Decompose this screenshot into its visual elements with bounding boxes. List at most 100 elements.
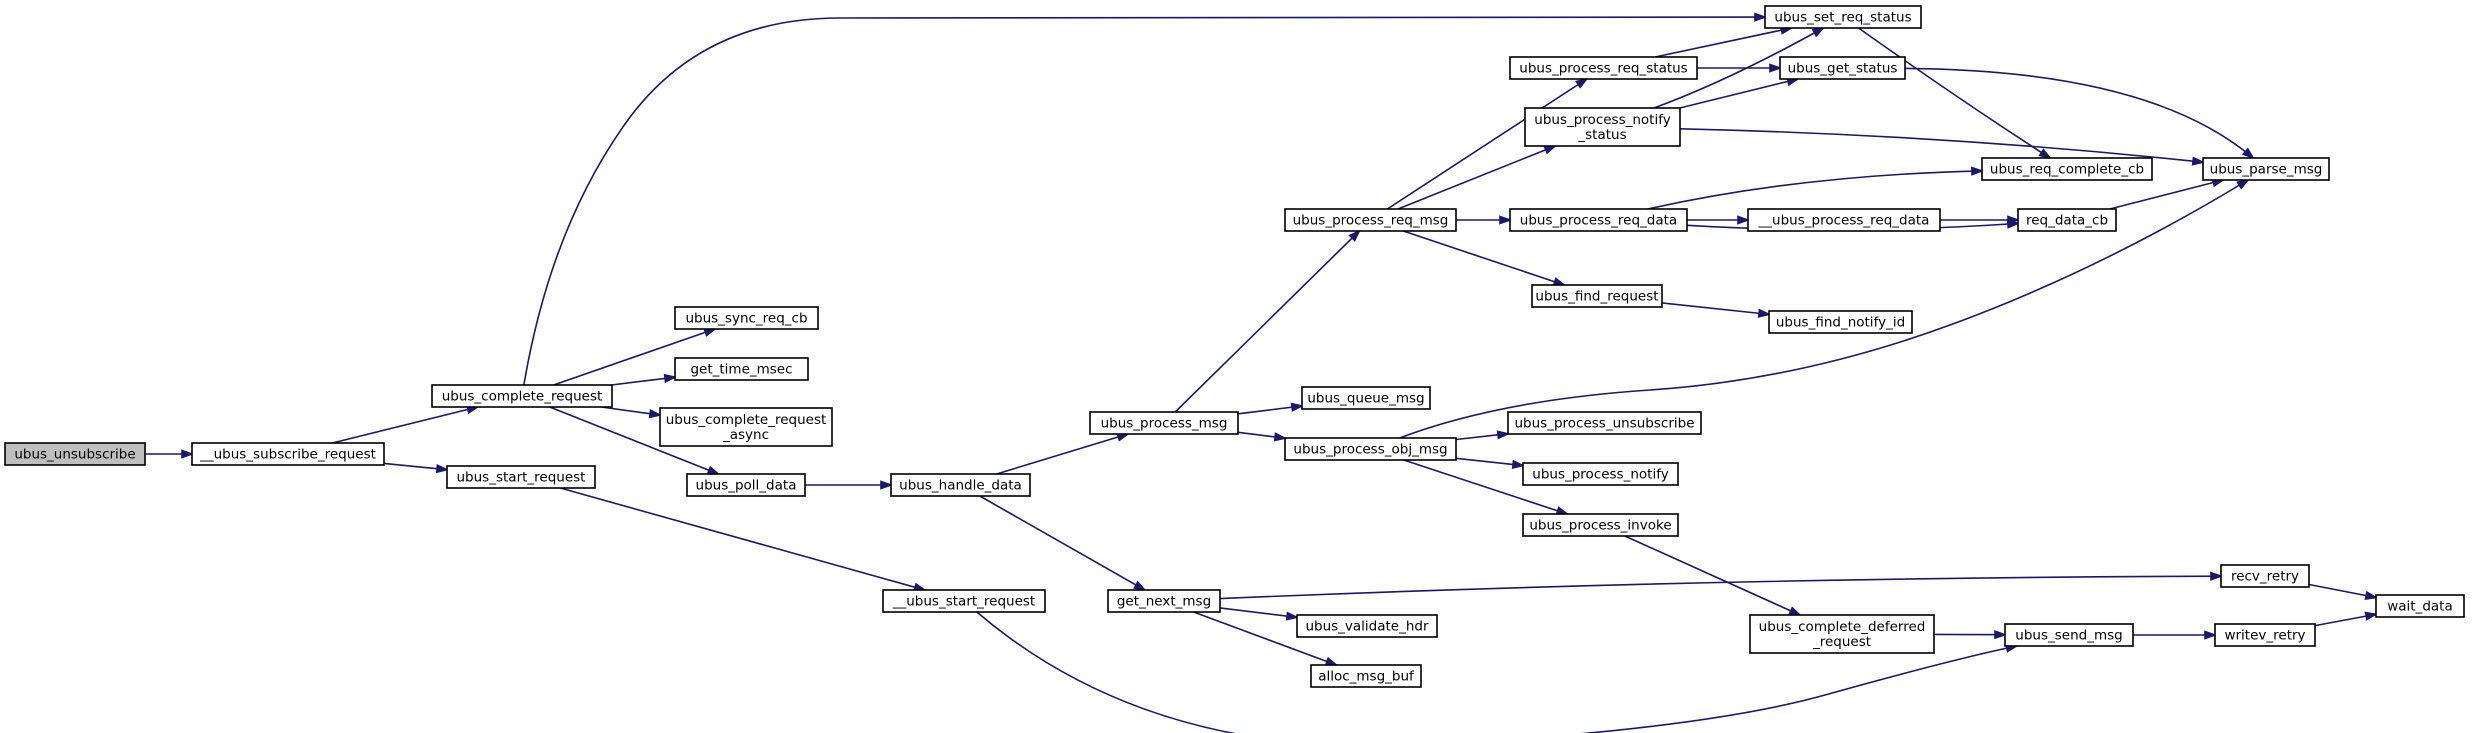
edge-ubus-process-invoke-to-ubus-complete-deferred-request xyxy=(1624,535,1803,616)
node-label: get_next_msg xyxy=(1117,594,1211,610)
edge-ubus-process-req-msg-to-ubus-find-request xyxy=(1403,230,1567,286)
node-box xyxy=(2214,623,2316,647)
node-box xyxy=(4,442,146,466)
arrowhead xyxy=(706,465,721,475)
node-box xyxy=(1296,614,1438,638)
arrowhead xyxy=(2204,630,2218,640)
node-ubus-subscribe-request[interactable]: __ubus_subscribe_request xyxy=(191,442,385,466)
arrowhead xyxy=(1496,430,1511,440)
node-label: ubus_validate_hdr xyxy=(1305,619,1429,635)
node-req-data-cb[interactable]: req_data_cb xyxy=(2017,208,2117,232)
node-ubus-sync-req-cb[interactable]: ubus_sync_req_cb xyxy=(674,306,819,330)
arrowhead xyxy=(1552,277,1567,286)
arrowhead xyxy=(1757,308,1772,318)
edge-ubus-process-msg-to-ubus-queue-msg xyxy=(1237,402,1305,415)
node-label: ubus_poll_data xyxy=(696,478,797,494)
node-alloc-msg-buf[interactable]: alloc_msg_buf xyxy=(1310,664,1422,688)
node-label: ubus_sync_req_cb xyxy=(685,311,807,327)
node-label: wait_data xyxy=(2387,599,2453,615)
node-label: __ubus_subscribe_request xyxy=(199,447,376,463)
arrowhead xyxy=(1511,459,1526,470)
node-box xyxy=(1509,208,1688,232)
node-label: ubus_process_unsubscribe xyxy=(1515,416,1695,432)
node-label: __ubus_start_request xyxy=(892,594,1035,610)
node-box xyxy=(1089,411,1239,435)
node-ubus-start-request[interactable]: ubus_start_request xyxy=(446,465,596,489)
node-ubus-process-req-data[interactable]: ubus_process_req_data xyxy=(1509,208,1688,232)
node-writev-retry[interactable]: writev_retry xyxy=(2214,623,2316,647)
node-box xyxy=(431,384,613,408)
node-box xyxy=(2004,623,2134,647)
arrowhead xyxy=(181,449,195,459)
arrowhead xyxy=(2364,590,2379,600)
node-label: ubus_process_req_status xyxy=(1519,61,1687,77)
arrowhead xyxy=(2236,178,2250,190)
edge-ubus-complete-request-to-get-time-msec xyxy=(611,373,678,386)
node-box xyxy=(1524,107,1681,147)
node-ubus-complete-deferred-request[interactable]: ubus_complete_deferred_request xyxy=(1749,614,1935,654)
arrowhead xyxy=(1290,402,1305,412)
arrowhead xyxy=(648,409,663,419)
edge-get-next-msg-to-recv-retry xyxy=(1219,571,2224,600)
node-label: req_data_cb xyxy=(2026,213,2108,229)
node-ubus-start-request[interactable]: __ubus_start_request xyxy=(882,589,1046,613)
node-ubus-process-obj-msg[interactable]: ubus_process_obj_msg xyxy=(1284,437,1457,461)
arrowhead xyxy=(1575,77,1589,89)
node-ubus-parse-msg[interactable]: ubus_parse_msg xyxy=(2202,157,2330,181)
node-ubus-set-req-status[interactable]: ubus_set_req_status xyxy=(1764,5,1922,29)
node-label: ubus_handle_data xyxy=(899,478,1022,494)
node-box xyxy=(1107,589,1221,613)
node-ubus-queue-msg[interactable]: ubus_queue_msg xyxy=(1301,386,1431,410)
edge-ubus-process-obj-msg-to-ubus-process-notify xyxy=(1455,457,1526,470)
node-ubus-process-msg[interactable]: ubus_process_msg xyxy=(1089,411,1239,435)
node-ubus-find-request[interactable]: ubus_find_request xyxy=(1531,284,1663,308)
edge-ubus-process-notify-status-to-ubus-set-req-status xyxy=(1653,26,1826,109)
node-ubus-process-notify-status[interactable]: ubus_process_notify_status xyxy=(1524,107,1681,147)
node-label: ubus_start_request xyxy=(457,470,586,486)
edge-ubus-process-req-data-to-ubus-req-complete-cb xyxy=(1647,166,1985,210)
node-label: ubus_complete_request xyxy=(666,412,827,428)
node-ubus-req-complete-cb[interactable]: ubus_req_complete_cb xyxy=(1981,157,2153,181)
node-ubus-process-req-msg[interactable]: ubus_process_req_msg xyxy=(1284,208,1457,232)
node-ubus-process-invoke[interactable]: ubus_process_invoke xyxy=(1522,513,1679,537)
node-ubus-get-status[interactable]: ubus_get_status xyxy=(1779,56,1906,80)
node-get-next-msg[interactable]: get_next_msg xyxy=(1107,589,1221,613)
arrowhead xyxy=(1811,26,1826,38)
node-get-time-msec[interactable]: get_time_msec xyxy=(674,357,809,381)
node-box xyxy=(659,407,833,447)
arrowhead xyxy=(1543,145,1558,155)
node-box xyxy=(674,357,809,381)
arrowhead xyxy=(1788,606,1803,616)
node-ubus-validate-hdr[interactable]: ubus_validate_hdr xyxy=(1296,614,1438,638)
node-label: ubus_process_obj_msg xyxy=(1293,442,1447,458)
node-ubus-process-req-data[interactable]: __ubus_process_req_data xyxy=(1747,208,1941,232)
node-ubus-complete-request-async[interactable]: ubus_complete_request_async xyxy=(659,407,833,447)
node-ubus-poll-data[interactable]: ubus_poll_data xyxy=(686,473,806,497)
node-ubus-complete-request[interactable]: ubus_complete_request xyxy=(431,384,613,408)
arrowhead xyxy=(1324,656,1339,666)
edge-ubus-process-msg-to-ubus-process-req-msg xyxy=(1174,229,1362,413)
edge-ubus-process-obj-msg-to-ubus-parse-msg xyxy=(1399,178,2250,439)
edge-writev-retry-to-wait-data xyxy=(2314,611,2379,627)
node-label: _status xyxy=(1577,127,1626,143)
node-ubus-process-unsubscribe[interactable]: ubus_process_unsubscribe xyxy=(1507,411,1702,435)
node-ubus-process-req-status[interactable]: ubus_process_req_status xyxy=(1509,56,1698,80)
edge-ubus-get-status-to-ubus-parse-msg xyxy=(1904,67,2255,160)
arrowhead xyxy=(435,464,450,474)
node-wait-data[interactable]: wait_data xyxy=(2375,594,2465,618)
node-ubus-process-notify[interactable]: ubus_process_notify xyxy=(1522,462,1679,486)
node-ubus-handle-data[interactable]: ubus_handle_data xyxy=(890,473,1031,497)
node-ubus-find-notify-id[interactable]: ubus_find_notify_id xyxy=(1768,310,1913,334)
node-ubus-send-msg[interactable]: ubus_send_msg xyxy=(2004,623,2134,647)
node-label: _request xyxy=(1812,634,1871,650)
node-ubus-unsubscribe[interactable]: ubus_unsubscribe xyxy=(4,442,146,466)
arrowhead xyxy=(1499,215,1513,225)
edge-ubus-unsubscribe-to-ubus-subscribe-request xyxy=(145,449,195,459)
node-box xyxy=(1749,614,1935,654)
edge-ubus-process-notify-status-to-ubus-get-status xyxy=(1679,77,1801,109)
node-box xyxy=(1981,157,2153,181)
node-recv-retry[interactable]: recv_retry xyxy=(2220,564,2310,588)
node-box xyxy=(446,465,596,489)
node-box xyxy=(1768,310,1913,334)
